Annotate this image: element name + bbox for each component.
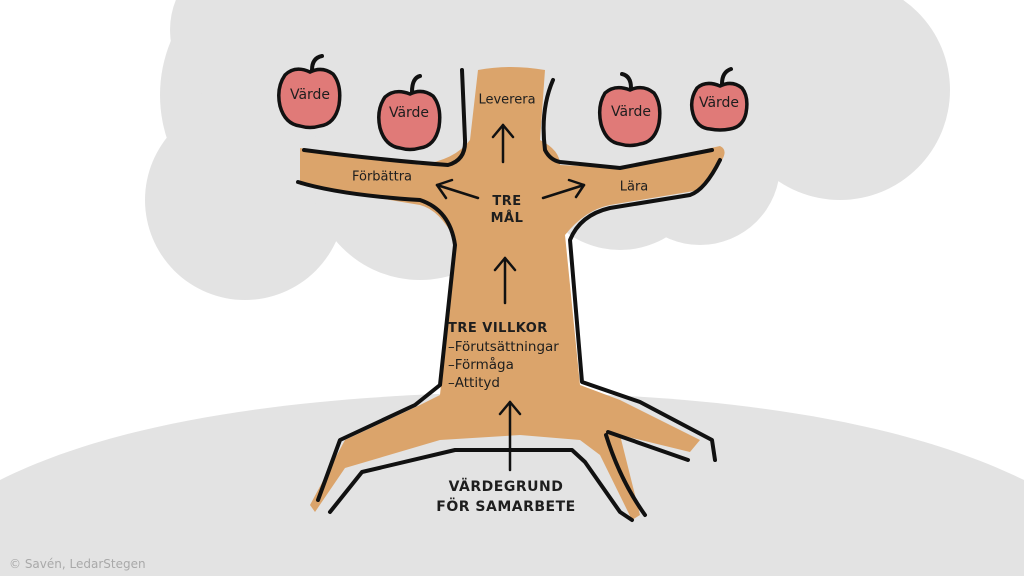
arrow-left-forbattra bbox=[435, 178, 480, 200]
foundation-line-2: FÖR SAMARBETE bbox=[436, 499, 576, 515]
apple-2 bbox=[377, 74, 442, 152]
goals-line-2: MÅL bbox=[490, 211, 524, 226]
branch-label-forbattra: Förbättra bbox=[351, 169, 413, 185]
arrow-up-goals bbox=[493, 256, 517, 305]
branch-label-leverera: Leverera bbox=[478, 92, 536, 108]
arrow-right-lara bbox=[541, 178, 586, 200]
branch-label-lara: Lära bbox=[619, 179, 649, 195]
condition-item: –Förmåga bbox=[448, 357, 514, 373]
ground-hill bbox=[0, 392, 1024, 576]
apple-4 bbox=[689, 67, 749, 132]
apple-3 bbox=[597, 72, 662, 148]
foundation-label: VÄRDEGRUND FÖR SAMARBETE bbox=[436, 477, 575, 517]
apple-label-3: Värde bbox=[610, 104, 652, 120]
conditions-title: TRE VILLKOR bbox=[448, 321, 548, 336]
conditions-block: TRE VILLKOR –Förutsättningar –Förmåga –A… bbox=[448, 320, 559, 392]
apple-label-4: Värde bbox=[698, 95, 740, 111]
goals-line-1: TRE bbox=[492, 194, 522, 209]
apple-1 bbox=[277, 54, 342, 130]
arrow-up-conditions bbox=[498, 400, 522, 472]
goals-label: TRE MÅL bbox=[491, 193, 524, 227]
tree-outline bbox=[296, 68, 722, 522]
apple-label-1: Värde bbox=[289, 87, 331, 103]
growth-arrows bbox=[435, 123, 586, 472]
copyright-notice: © Savén, LedarStegen bbox=[9, 557, 146, 571]
apple-label-2: Värde bbox=[388, 105, 430, 121]
condition-item: –Förutsättningar bbox=[448, 339, 559, 355]
arrow-up-leverera bbox=[491, 123, 515, 164]
foundation-line-1: VÄRDEGRUND bbox=[448, 479, 564, 495]
condition-item: –Attityd bbox=[448, 375, 500, 391]
tree-trunk bbox=[300, 67, 725, 520]
